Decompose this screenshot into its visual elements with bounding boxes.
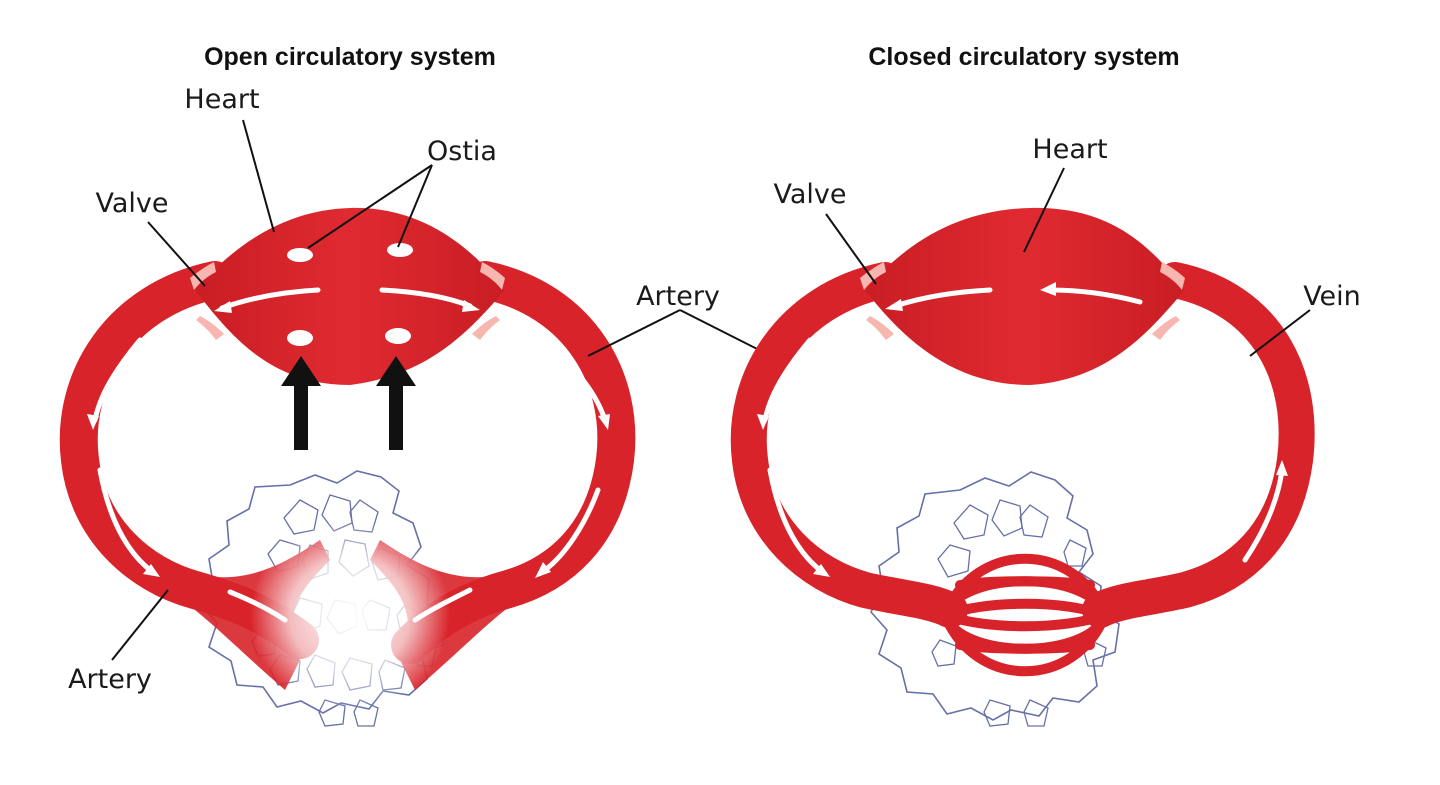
inflow-arrow-left [294, 382, 308, 450]
open-leader-lines [111, 119, 776, 661]
closed-vessel-loop [730, 262, 1315, 628]
vein-label: Vein [1303, 281, 1361, 312]
open-artery-right-label: Artery [636, 281, 720, 312]
open-valve-left [190, 262, 216, 290]
ostia-label: Ostia [427, 136, 497, 167]
open-system-title: Open circulatory system [204, 43, 496, 71]
ostium-top-right [387, 243, 413, 257]
capillary-bed [940, 553, 1110, 677]
ostium-bottom-right [385, 328, 411, 344]
open-heart [190, 207, 505, 385]
closed-heart [860, 207, 1185, 385]
closed-system-title: Closed circulatory system [868, 43, 1179, 71]
closed-flow-arrows [757, 330, 1288, 577]
closed-valve-left [860, 262, 886, 290]
ostia-inflow-arrows [281, 356, 416, 450]
closed-heart-label: Heart [1032, 134, 1107, 165]
ostium-bottom-left [287, 330, 313, 346]
ostium-top-left [287, 248, 313, 262]
inflow-arrow-right [389, 382, 403, 450]
open-heart-label: Heart [184, 84, 259, 115]
closed-system: Closed circulatory system Heart Valve Ve… [730, 43, 1361, 727]
open-valve-label: Valve [95, 188, 168, 219]
open-artery-bottom-label: Artery [68, 664, 152, 695]
closed-valve-label: Valve [773, 179, 846, 210]
open-flow-arrows [87, 332, 610, 623]
open-vessel-loop [59, 261, 636, 710]
open-system: Open circulatory system Heart Ostia Valv… [59, 43, 776, 727]
closed-leader-lines [825, 167, 1311, 357]
